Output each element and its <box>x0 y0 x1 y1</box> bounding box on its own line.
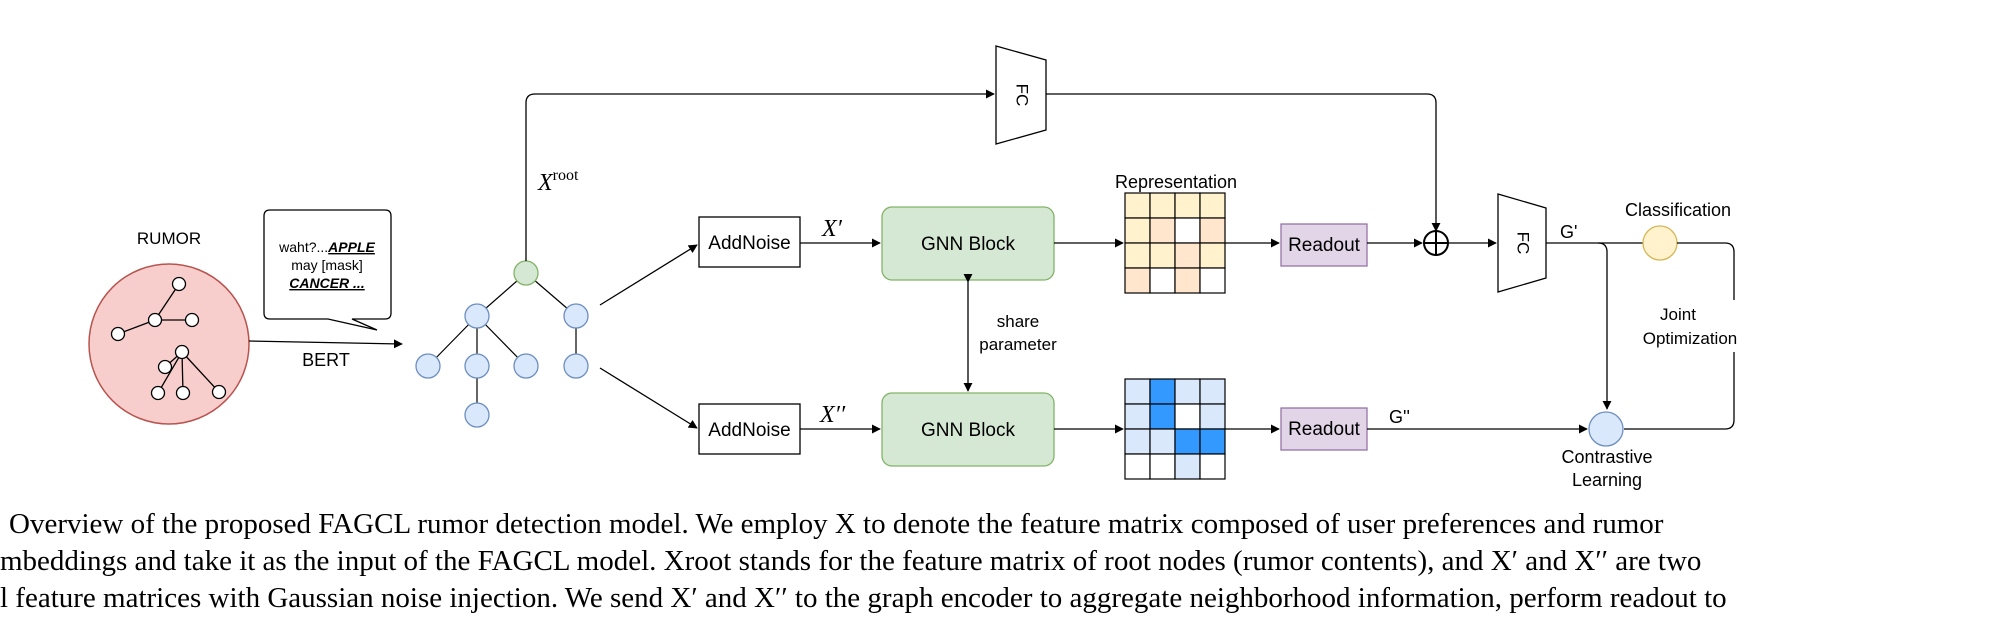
grid-cell <box>1149 378 1176 405</box>
grid-cell <box>1149 242 1176 269</box>
grid-cell <box>1199 192 1226 219</box>
xroot-arrow <box>525 89 995 261</box>
root-node <box>513 260 539 286</box>
svg-text:Readout: Readout <box>1288 235 1361 256</box>
bubble-text-3: CANCER ... <box>289 275 364 291</box>
readout-top: Readout <box>1280 223 1368 267</box>
grid-cell <box>1149 192 1176 219</box>
figure-caption: Overview of the proposed FAGCL rumor det… <box>0 506 1989 617</box>
grid-cell <box>1174 267 1201 294</box>
svg-text:AddNoise: AddNoise <box>708 420 790 441</box>
x-dprime-label: X′′ <box>819 402 846 428</box>
fc-top-to-plus-arrow <box>1046 93 1441 232</box>
bubble-text-2: may [mask] <box>291 257 363 273</box>
grid-cell <box>1199 242 1226 269</box>
grid-cell <box>1199 267 1226 294</box>
fc-right: FC <box>1497 193 1547 293</box>
tree-to-addnoise-top-arrow <box>599 244 698 306</box>
grid-cell <box>1174 453 1201 480</box>
caption-line-1: Overview of the proposed FAGCL rumor det… <box>9 508 1664 540</box>
joint-label-bg <box>1643 300 1735 352</box>
contrastive-label-1: Contrastive <box>1561 447 1652 467</box>
grid-cell <box>1124 453 1151 480</box>
grid-cell <box>1174 428 1201 455</box>
fc-top: FC <box>995 45 1047 145</box>
grid-cell <box>1199 403 1226 430</box>
grid-cell <box>1124 217 1151 244</box>
grid-cell <box>1124 267 1151 294</box>
x-prime-label: X′ <box>821 216 843 242</box>
grid-cell <box>1124 192 1151 219</box>
tree-to-addnoise-bottom-arrow <box>599 367 698 429</box>
grid-cell <box>1124 428 1151 455</box>
grid-cell <box>1199 453 1226 480</box>
propagation-tree <box>415 260 589 428</box>
gnn-block-bottom: GNN Block <box>881 392 1055 467</box>
svg-text:FC: FC <box>1514 232 1533 255</box>
fc-to-contrastive-arrow <box>1597 242 1612 410</box>
grid-cell <box>1149 453 1176 480</box>
grid-cell <box>1149 267 1176 294</box>
caption-line-3: l feature matrices with Gaussian noise i… <box>0 582 1727 614</box>
svg-text:waht?...APPLE: waht?...APPLE <box>278 239 375 255</box>
xroot-label: Xroot <box>537 167 579 196</box>
grid-cell <box>1174 217 1201 244</box>
contrastive-node <box>1588 411 1624 447</box>
svg-text:GNN Block: GNN Block <box>921 234 1015 255</box>
readout-bottom: Readout <box>1280 407 1368 451</box>
joint-label-2: Optimization <box>1643 329 1737 348</box>
tweet-bubble: waht?...APPLE may [mask] CANCER ... <box>263 209 392 331</box>
share-label-2: parameter <box>979 335 1057 354</box>
grid-cell <box>1149 403 1176 430</box>
grid-cell <box>1199 217 1226 244</box>
classification-node <box>1642 225 1678 261</box>
addnoise-bottom: AddNoise <box>698 403 801 455</box>
bert-arrow <box>248 339 403 349</box>
bert-label: BERT <box>302 350 350 370</box>
rumor-circle <box>88 263 250 425</box>
representation-label: Representation <box>1115 172 1237 192</box>
grid-cell <box>1174 403 1201 430</box>
grid-cell <box>1199 378 1226 405</box>
grid-cell <box>1174 242 1201 269</box>
svg-text:AddNoise: AddNoise <box>708 233 790 254</box>
concat-plus-icon <box>1423 230 1449 256</box>
grid-cell <box>1149 428 1176 455</box>
g-prime-label: G' <box>1560 222 1577 242</box>
representation-grid-bottom <box>1124 378 1226 480</box>
joint-label-1: Joint <box>1660 305 1696 324</box>
grid-cell <box>1124 242 1151 269</box>
caption-line-2: mbeddings and take it as the input of th… <box>0 545 1702 577</box>
addnoise-top: AddNoise <box>698 216 801 268</box>
svg-text:Readout: Readout <box>1288 419 1361 440</box>
grid-cell <box>1174 192 1201 219</box>
representation-grid-top <box>1124 192 1226 294</box>
svg-text:GNN Block: GNN Block <box>921 420 1015 441</box>
bubble-text-1: waht?... <box>278 239 328 255</box>
classification-label: Classification <box>1625 200 1731 220</box>
rumor-label: RUMOR <box>137 229 201 248</box>
contrastive-label-2: Learning <box>1572 470 1642 490</box>
svg-text:FC: FC <box>1013 84 1032 107</box>
fagcl-diagram: RUMOR waht?...APPLE may [mask] CA <box>88 45 1737 490</box>
share-label-1: share <box>997 312 1040 331</box>
grid-cell <box>1124 378 1151 405</box>
gnn-block-top: GNN Block <box>881 206 1055 281</box>
grid-cell <box>1149 217 1176 244</box>
bubble-text-1-bold: APPLE <box>327 239 375 255</box>
grid-cell <box>1199 428 1226 455</box>
g-dprime-label: G'' <box>1389 407 1410 427</box>
grid-cell <box>1174 378 1201 405</box>
grid-cell <box>1124 403 1151 430</box>
